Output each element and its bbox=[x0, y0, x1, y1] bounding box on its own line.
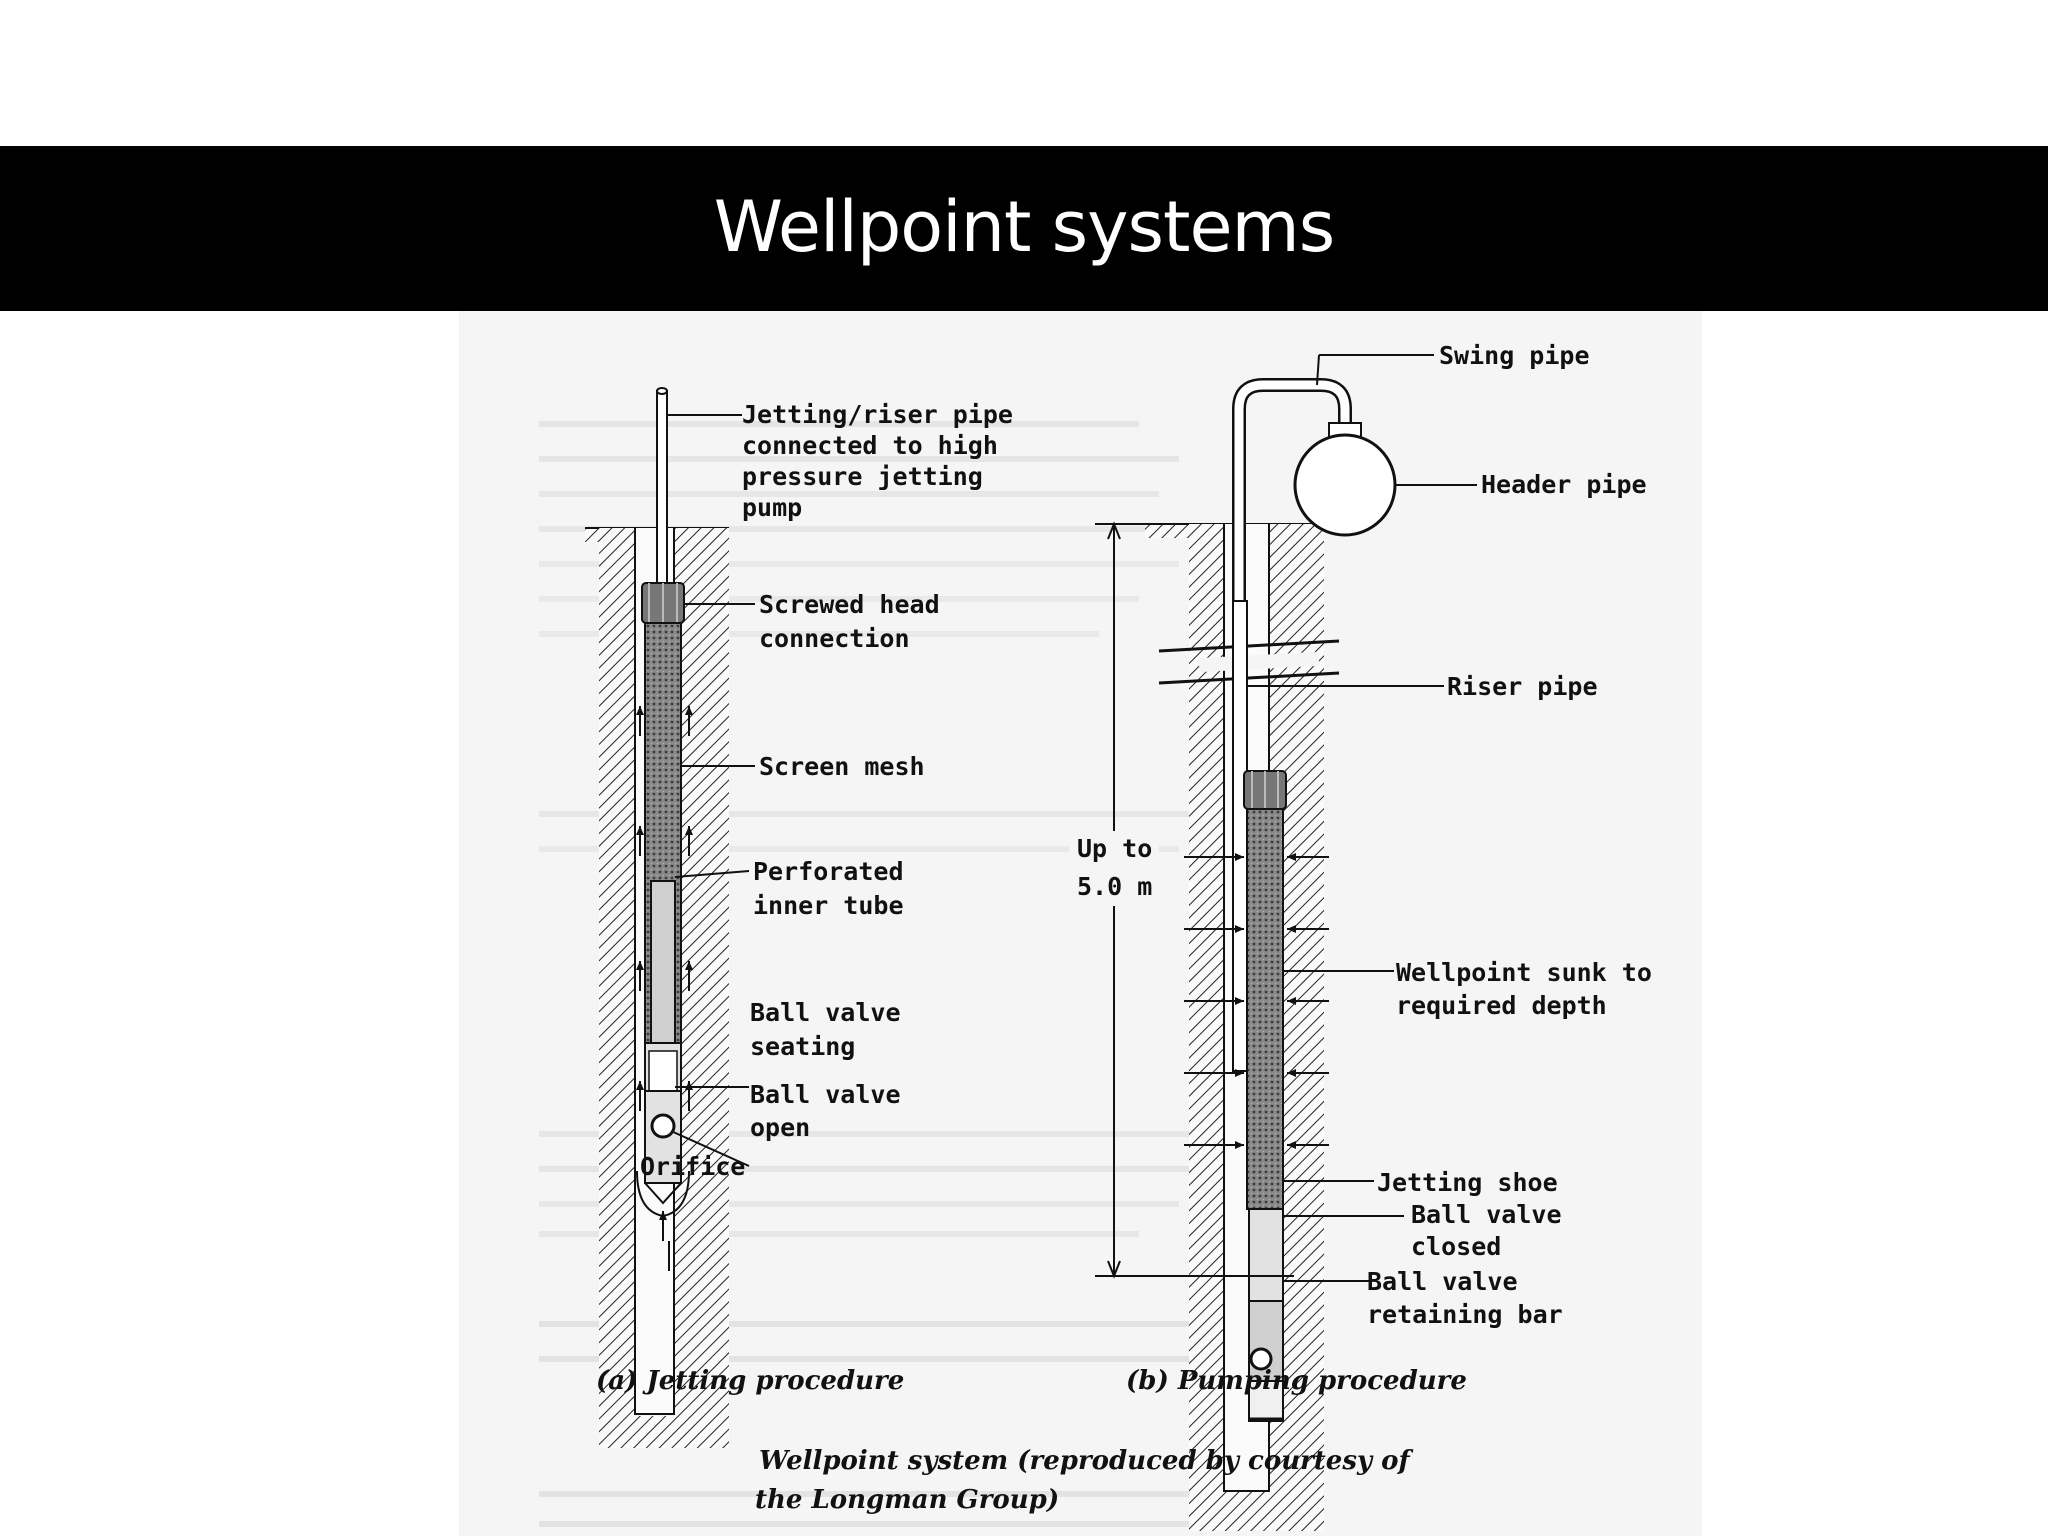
svg-text:required depth: required depth bbox=[1396, 991, 1607, 1020]
svg-text:Ball valve: Ball valve bbox=[1367, 1267, 1518, 1296]
perforated-inner-tube bbox=[650, 880, 676, 1052]
label-wellpoint-sunk: Wellpoint sunk to required depth bbox=[1396, 958, 1652, 1020]
label-swing-pipe: Swing pipe bbox=[1439, 341, 1590, 370]
label-header-pipe: Header pipe bbox=[1481, 470, 1647, 499]
svg-text:Jetting/riser pipe: Jetting/riser pipe bbox=[742, 400, 1013, 429]
svg-text:Ball valve: Ball valve bbox=[750, 998, 901, 1027]
svg-text:closed: closed bbox=[1411, 1232, 1501, 1261]
svg-text:pressure jetting: pressure jetting bbox=[742, 462, 983, 491]
leader-lines-b bbox=[1247, 354, 1477, 1282]
label-riser-pipe: Riser pipe bbox=[1447, 672, 1598, 701]
svg-text:Swing pipe: Swing pipe bbox=[1439, 341, 1590, 370]
label-depth: Up to 5.0 m bbox=[1077, 834, 1152, 901]
label-jetting-riser-pipe: Jetting/riser pipe connected to high pre… bbox=[742, 400, 1013, 522]
header-pipe bbox=[1293, 433, 1397, 537]
svg-text:Header pipe: Header pipe bbox=[1481, 470, 1647, 499]
svg-text:Screwed head: Screwed head bbox=[759, 590, 940, 619]
jetting-riser-pipe bbox=[656, 390, 668, 592]
soil-wall-left-b bbox=[1189, 524, 1224, 1524]
svg-text:connected to high: connected to high bbox=[742, 431, 998, 460]
panel-a-jetting: Jetting/riser pipe connected to high pre… bbox=[585, 387, 1013, 1448]
svg-text:pump: pump bbox=[742, 493, 802, 522]
svg-text:retaining bar: retaining bar bbox=[1367, 1300, 1563, 1329]
label-jetting-shoe: Jetting shoe bbox=[1377, 1168, 1558, 1197]
leader-lines-a bbox=[667, 414, 755, 1271]
label-screen-mesh: Screen mesh bbox=[759, 752, 925, 781]
inflow-arrows-b bbox=[1184, 853, 1329, 1149]
label-ball-valve-retaining-bar: Ball valve retaining bar bbox=[1367, 1267, 1563, 1329]
caption-panel-a: (a) Jetting procedure bbox=[596, 1366, 904, 1396]
label-orifice: Orifice bbox=[640, 1152, 745, 1181]
svg-text:Ball valve: Ball valve bbox=[1411, 1200, 1562, 1229]
label-ball-valve-seating: Ball valve seating bbox=[750, 998, 901, 1061]
svg-text:Orifice: Orifice bbox=[640, 1152, 745, 1181]
svg-text:seating: seating bbox=[750, 1032, 855, 1061]
caption-panel-b: (b) Pumping procedure bbox=[1126, 1366, 1467, 1396]
soil-wall-right-a bbox=[674, 528, 729, 1443]
svg-text:connection: connection bbox=[759, 624, 910, 653]
svg-text:Wellpoint sunk to: Wellpoint sunk to bbox=[1396, 958, 1652, 987]
svg-text:Up to: Up to bbox=[1077, 834, 1152, 863]
figure-caption-line-2: the Longman Group) bbox=[755, 1485, 1059, 1515]
svg-text:Perforated: Perforated bbox=[753, 857, 904, 886]
svg-text:inner tube: inner tube bbox=[753, 891, 904, 920]
svg-text:Ball valve: Ball valve bbox=[750, 1080, 901, 1109]
wellpoint-figure: Jetting/riser pipe connected to high pre… bbox=[459, 311, 1702, 1536]
label-screwed-head: Screwed head connection bbox=[759, 590, 940, 653]
label-ball-valve-open: Ball valve open bbox=[750, 1080, 901, 1142]
soil-wall-left-a bbox=[599, 528, 635, 1438]
svg-text:open: open bbox=[750, 1113, 810, 1142]
wellpoint-diagram: Jetting/riser pipe connected to high pre… bbox=[539, 341, 1652, 1531]
ball-valve-a bbox=[650, 1113, 676, 1139]
label-ball-valve-closed: Ball valve closed bbox=[1411, 1200, 1562, 1261]
title-bar: Wellpoint systems bbox=[0, 146, 2048, 311]
svg-text:Riser pipe: Riser pipe bbox=[1447, 672, 1598, 701]
ball-valve-b bbox=[1249, 1347, 1273, 1371]
background-text bbox=[539, 421, 1279, 1527]
svg-text:Screen mesh: Screen mesh bbox=[759, 752, 925, 781]
svg-text:Jetting shoe: Jetting shoe bbox=[1377, 1168, 1558, 1197]
wellpoint-screen-b bbox=[1246, 808, 1284, 1210]
slide-title: Wellpoint systems bbox=[713, 185, 1335, 268]
svg-text:5.0 m: 5.0 m bbox=[1077, 872, 1152, 901]
label-perforated-inner-tube: Perforated inner tube bbox=[753, 857, 904, 920]
panel-b-pumping: Up to 5.0 m Swing pipe Header pipe Riser… bbox=[1069, 341, 1652, 1531]
figure-caption-line-1: Wellpoint system (reproduced by courtesy… bbox=[759, 1446, 1413, 1476]
